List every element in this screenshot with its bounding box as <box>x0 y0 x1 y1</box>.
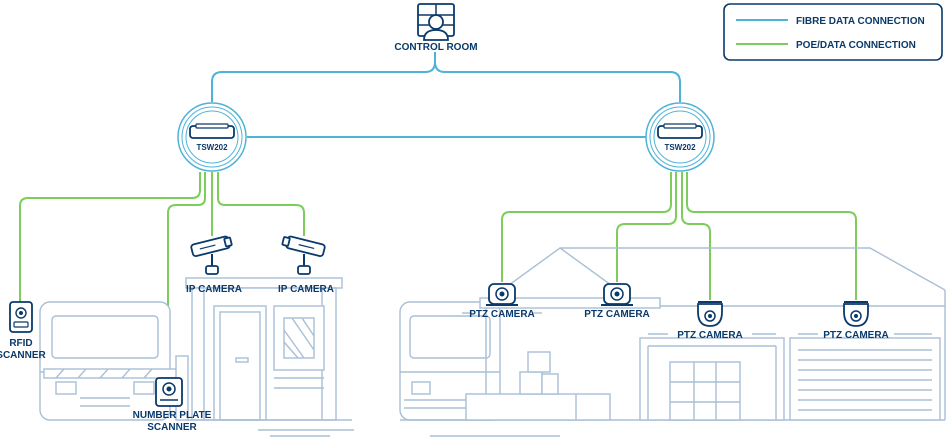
ip-camera-icon <box>281 235 326 257</box>
ip-camera-2[interactable]: IP CAMERA <box>278 235 334 295</box>
ptz-camera-1[interactable]: PTZ CAMERA <box>462 283 542 320</box>
poe-connections-left <box>19 172 305 362</box>
number-plate-scanner[interactable]: NUMBER PLATE SCANNER <box>133 377 212 433</box>
ip-camera-1[interactable]: IP CAMERA <box>186 235 242 295</box>
warehouse <box>400 247 946 437</box>
ptz-camera-3[interactable]: PTZ CAMERA <box>648 301 776 341</box>
switch-label: TSW202 <box>196 143 228 152</box>
rfid-scanner[interactable]: RFID SCANNER <box>0 301 47 361</box>
control-room-label: CONTROL ROOM <box>394 42 477 53</box>
fibre-link-right <box>434 61 681 102</box>
poe-link-ptz3 <box>681 172 711 300</box>
rfid-icon <box>9 301 33 333</box>
ptz-camera-label: PTZ CAMERA <box>584 309 650 320</box>
ptz-camera-4[interactable]: PTZ CAMERA <box>798 301 932 341</box>
plate-label-line1: NUMBER PLATE <box>133 410 212 421</box>
poe-connections-right <box>501 172 857 300</box>
legend-fibre-label: FIBRE DATA CONNECTION <box>796 16 925 27</box>
legend: FIBRE DATA CONNECTION POE/DATA CONNECTIO… <box>723 3 943 61</box>
ip-camera-icon <box>190 235 233 257</box>
truck-left <box>39 301 171 421</box>
poe-link-ptz2 <box>616 172 677 282</box>
guard-booth <box>185 277 354 437</box>
plate-label-line2: SCANNER <box>147 422 197 433</box>
operator-icon <box>428 14 444 30</box>
poe-link-rfid <box>19 172 201 302</box>
left-site-scenery <box>39 277 354 437</box>
right-site-scenery <box>399 247 946 437</box>
ptz-camera-label: PTZ CAMERA <box>469 309 535 320</box>
poe-link-ptz4 <box>686 172 857 300</box>
ptz-camera-label: PTZ CAMERA <box>677 330 743 341</box>
poe-link-plate <box>167 172 206 362</box>
switch-left[interactable]: TSW202 <box>177 102 247 172</box>
legend-box <box>723 3 943 61</box>
ptz-camera-label: PTZ CAMERA <box>823 330 889 341</box>
fibre-connections <box>211 52 681 138</box>
rfid-label-line1: RFID <box>9 338 32 349</box>
control-room: CONTROL ROOM <box>394 3 478 53</box>
fibre-link-left <box>211 52 436 102</box>
poe-link-ptz1 <box>501 172 672 282</box>
rfid-label-line2: SCANNER <box>0 350 47 361</box>
ip-camera-label: IP CAMERA <box>186 284 242 295</box>
legend-poe-label: POE/DATA CONNECTION <box>796 40 916 51</box>
switch-label: TSW202 <box>664 143 696 152</box>
ip-camera-label: IP CAMERA <box>278 284 334 295</box>
switch-right[interactable]: TSW202 <box>645 102 715 172</box>
poe-link-ipcam2 <box>217 172 305 236</box>
ptz-camera-2[interactable]: PTZ CAMERA <box>584 283 650 320</box>
